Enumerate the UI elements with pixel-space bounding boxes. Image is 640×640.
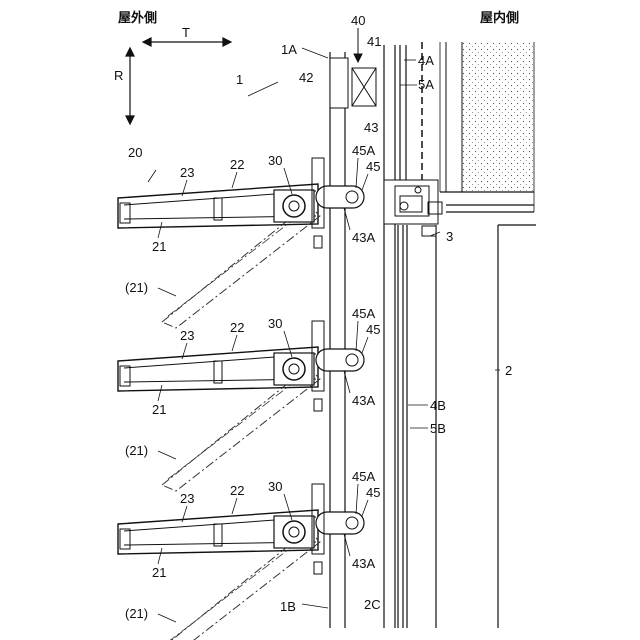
ref-45: 45	[366, 323, 380, 336]
ref-5B: 5B	[430, 422, 446, 435]
ref-45A: 45A	[352, 470, 375, 483]
ref-45A: 45A	[352, 144, 375, 157]
ref-21: 21	[152, 566, 166, 579]
ref-23: 23	[180, 166, 194, 179]
lower-clip	[314, 236, 322, 248]
ref-1A: 1A	[281, 43, 297, 56]
ref-4A: 4A	[418, 54, 434, 67]
pivot-core	[289, 527, 299, 537]
ref-22: 22	[230, 321, 244, 334]
axis-r-label: R	[114, 69, 123, 82]
ref-5A: 5A	[418, 78, 434, 91]
mullion-detail	[384, 180, 442, 236]
leader-22	[232, 335, 237, 351]
leader-45	[362, 500, 368, 516]
direction-arrows	[126, 38, 231, 124]
leader-21-paren	[158, 288, 176, 296]
indoor-side-label: 屋内側	[480, 11, 519, 24]
ref-20: 20	[128, 146, 142, 159]
ref-43A: 43A	[352, 557, 375, 570]
axis-t-label: T	[182, 26, 190, 39]
lower-clip	[314, 562, 322, 574]
ref-21: 21	[152, 403, 166, 416]
ref-30: 30	[268, 317, 282, 330]
leader-22	[232, 172, 237, 188]
leader-21-paren	[158, 451, 176, 459]
ref-45: 45	[366, 486, 380, 499]
lower-clip	[314, 399, 322, 411]
bracket-hole	[346, 354, 358, 366]
ref-45: 45	[366, 160, 380, 173]
ref-23: 23	[180, 492, 194, 505]
leader-45	[362, 174, 368, 190]
ref-41: 41	[367, 35, 381, 48]
ref-2C: 2C	[364, 598, 381, 611]
bracket-hole	[346, 517, 358, 529]
building-wall	[422, 42, 534, 212]
ref-30: 30	[268, 480, 282, 493]
ref-43: 43	[364, 121, 378, 134]
leader-22	[232, 498, 237, 514]
ref-21-paren: (21)	[125, 281, 148, 294]
pivot-core	[289, 201, 299, 211]
pivot-core	[289, 364, 299, 374]
ref-43A: 43A	[352, 394, 375, 407]
ref-45A: 45A	[352, 307, 375, 320]
ref-40: 40	[351, 14, 365, 27]
ref-3: 3	[446, 230, 453, 243]
ref-4B: 4B	[430, 399, 446, 412]
leader-21-paren	[158, 614, 176, 622]
leader-45a	[356, 321, 358, 351]
ref-23: 23	[180, 329, 194, 342]
leader-45	[362, 337, 368, 353]
ref-21: 21	[152, 240, 166, 253]
ref-1B: 1B	[280, 600, 296, 613]
leader-45a	[356, 158, 358, 188]
ref-22: 22	[230, 484, 244, 497]
ref-1: 1	[236, 73, 243, 86]
bracket-hole	[346, 191, 358, 203]
ref-22: 22	[230, 158, 244, 171]
ref-30: 30	[268, 154, 282, 167]
ref-21-paren: (21)	[125, 607, 148, 620]
leader-45a	[356, 484, 358, 514]
ref-21-paren: (21)	[125, 444, 148, 457]
outdoor-side-label: 屋外側	[118, 11, 157, 24]
ref-43A: 43A	[352, 231, 375, 244]
ref-2: 2	[505, 364, 512, 377]
ref-42: 42	[299, 71, 313, 84]
